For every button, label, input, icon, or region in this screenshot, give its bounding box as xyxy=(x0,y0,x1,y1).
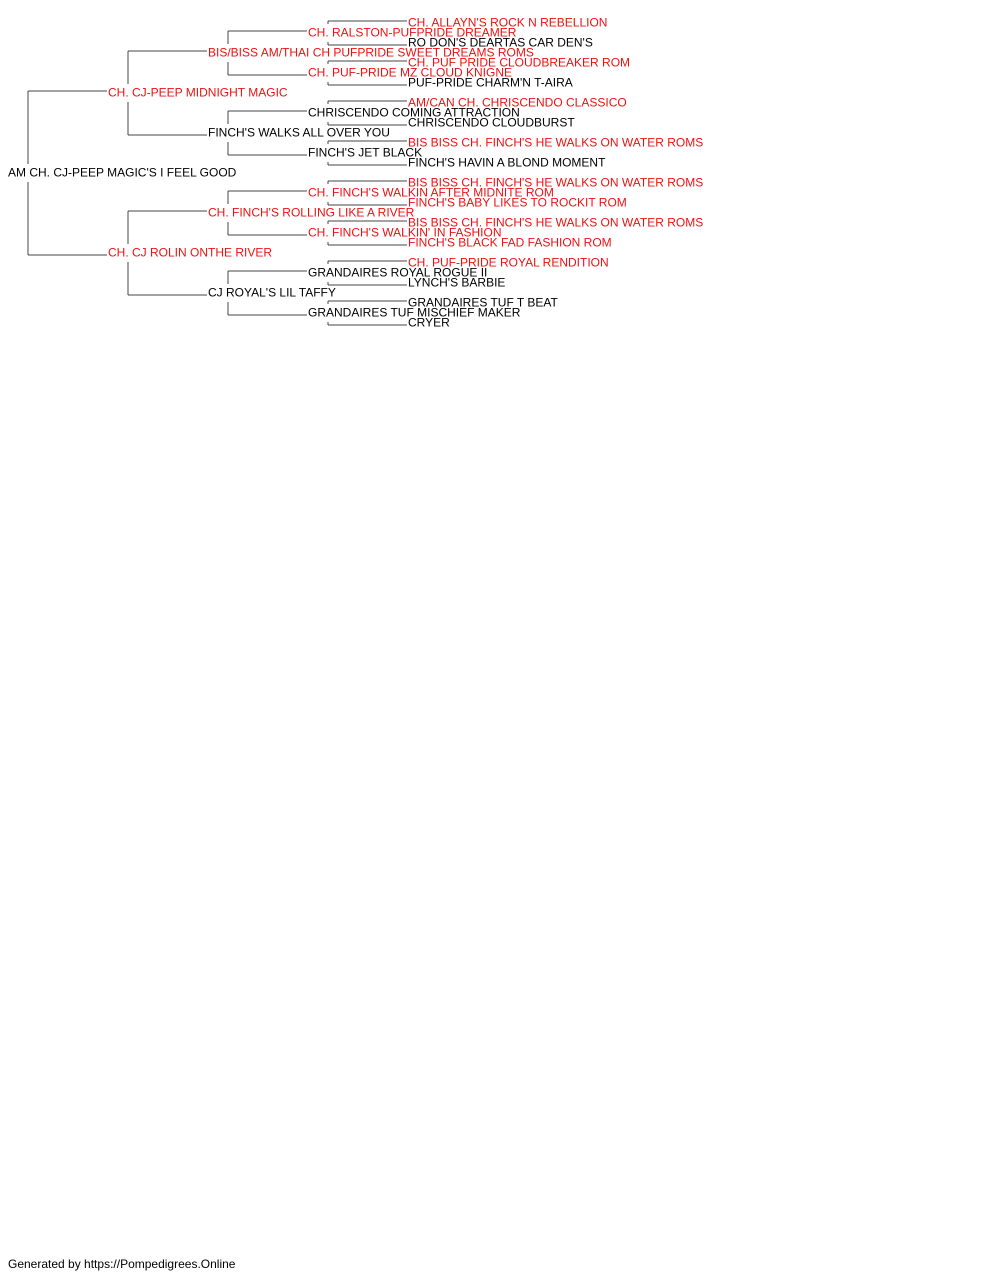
ancestor-name: BIS BISS CH. FINCH'S HE WALKS ON WATER R… xyxy=(408,176,703,190)
ancestor-name: CH. RALSTON-PUFPRIDE DREAMER xyxy=(308,26,517,40)
ancestor-name: FINCH'S JET BLACK xyxy=(308,146,422,160)
footer-credit: Generated by https://Pompedigrees.Online xyxy=(8,1257,236,1271)
ancestor-name: FINCH'S HAVIN A BLOND MOMENT xyxy=(408,156,606,170)
ancestor-name: CH. PUF-PRIDE ROYAL RENDITION xyxy=(408,256,609,270)
ancestor-name: CH. FINCH'S WALKIN' IN FASHION xyxy=(308,226,502,240)
ancestor-name: GRANDAIRES TUF T BEAT xyxy=(408,296,558,310)
ancestor-name: BIS BISS CH. FINCH'S HE WALKS ON WATER R… xyxy=(408,216,703,230)
ancestor-name: CH. FINCH'S WALKIN AFTER MIDNITE ROM xyxy=(308,186,554,200)
ancestor-name: BIS BISS CH. FINCH'S HE WALKS ON WATER R… xyxy=(408,136,703,150)
ancestor-name: CJ ROYAL'S LIL TAFFY xyxy=(208,286,336,300)
ancestor-name: GRANDAIRES TUF MISCHIEF MAKER xyxy=(308,306,521,320)
ancestor-name: CH. FINCH'S ROLLING LIKE A RIVER xyxy=(208,206,415,220)
ancestor-name: CH. ALLAYN'S ROCK N REBELLION xyxy=(408,16,607,30)
ancestor-name: CRYER xyxy=(408,316,450,330)
ancestor-name: CH. PUF PRIDE CLOUDBREAKER ROM xyxy=(408,56,630,70)
ancestor-name: PUF-PRIDE CHARM'N T-AIRA xyxy=(408,76,573,90)
ancestor-name: CHRISCENDO CLOUDBURST xyxy=(408,116,575,130)
ancestor-name: CH. CJ-PEEP MIDNIGHT MAGIC xyxy=(108,86,288,100)
ancestor-name: AM/CAN CH. CHRISCENDO CLASSICO xyxy=(408,96,627,110)
ancestor-name: CH. CJ ROLIN ONTHE RIVER xyxy=(108,246,272,260)
subject-name: AM CH. CJ-PEEP MAGIC'S I FEEL GOOD xyxy=(8,166,237,180)
ancestor-name: BIS/BISS AM/THAI CH PUFPRIDE SWEET DREAM… xyxy=(208,46,534,60)
ancestor-name: FINCH'S BLACK FAD FASHION ROM xyxy=(408,236,612,250)
ancestor-name: FINCH'S BABY LIKES TO ROCKIT ROM xyxy=(408,196,627,210)
ancestor-name: CHRISCENDO COMING ATTRACTION xyxy=(308,106,520,120)
ancestor-name: FINCH'S WALKS ALL OVER YOU xyxy=(208,126,390,140)
ancestor-name: CH. PUF-PRIDE MZ CLOUD KNIGNE xyxy=(308,66,512,80)
ancestor-name: GRANDAIRES ROYAL ROGUE II xyxy=(308,266,487,280)
ancestor-name: LYNCH'S BARBIE xyxy=(408,276,505,290)
ancestor-name: RO DON'S DEARTAS CAR DEN'S xyxy=(408,36,593,50)
